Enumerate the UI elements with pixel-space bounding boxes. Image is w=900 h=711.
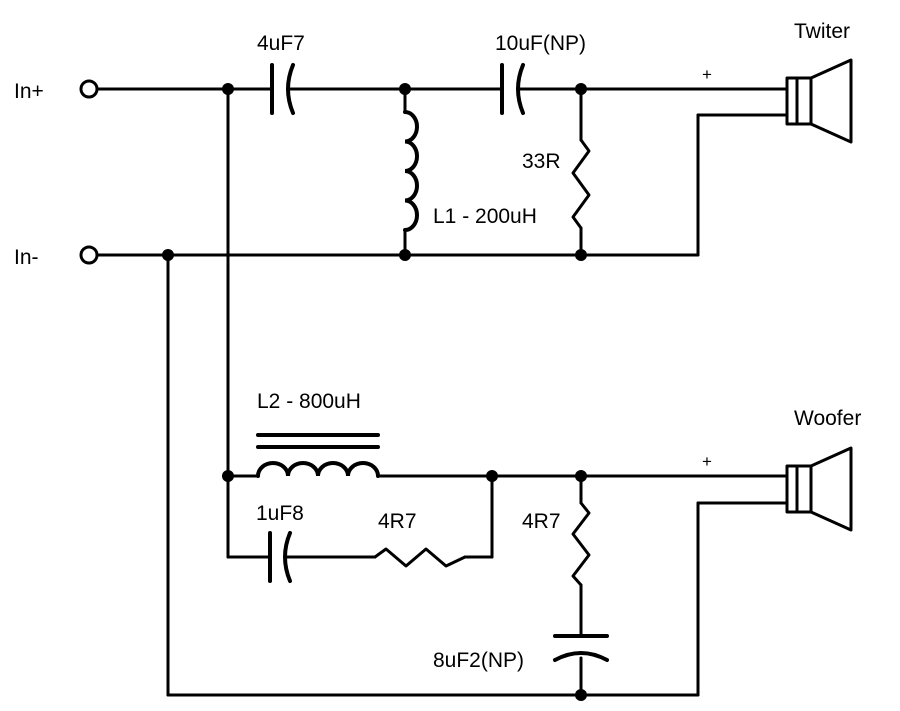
label-inductor-l2: L2 - 800uH [257,390,361,413]
capacitor-1uf8 [268,531,292,583]
label-resistor-33r: 33R [522,150,561,173]
terminal-in-plus [79,79,99,99]
label-resistor-4r7-shunt: 4R7 [522,510,561,533]
capacitor-10uf [500,63,525,115]
label-capacitor-1uf8: 1uF8 [256,502,304,525]
label-inductor-l1: L1 - 200uH [433,205,537,228]
resistor-4r7-shunt [571,501,591,587]
label-woofer: Woofer [794,407,861,430]
label-capacitor-10uf: 10uF(NP) [495,32,586,55]
label-woofer-plus: + [702,452,712,471]
junction-dots [162,83,587,701]
label-in-plus: In+ [14,80,44,103]
inductor-l2 [256,433,380,478]
label-capacitor-4uf7: 4uF7 [257,32,305,55]
capacitor-8uf2 [553,634,609,662]
label-twiter: Twiter [794,20,850,43]
twiter-speaker-icon [785,58,853,144]
label-resistor-4r7-series: 4R7 [378,510,417,533]
label-twiter-plus: + [702,65,712,84]
label-capacitor-8uf2: 8uF2(NP) [433,649,524,672]
capacitor-4uf7 [270,63,295,115]
resistor-33r [571,138,591,230]
woofer-speaker-icon [785,446,853,532]
label-in-minus: In- [14,246,39,269]
terminal-in-minus [79,245,99,265]
wires [96,87,787,697]
inductor-l1 [403,110,419,232]
resistor-4r7-series [373,547,467,568]
